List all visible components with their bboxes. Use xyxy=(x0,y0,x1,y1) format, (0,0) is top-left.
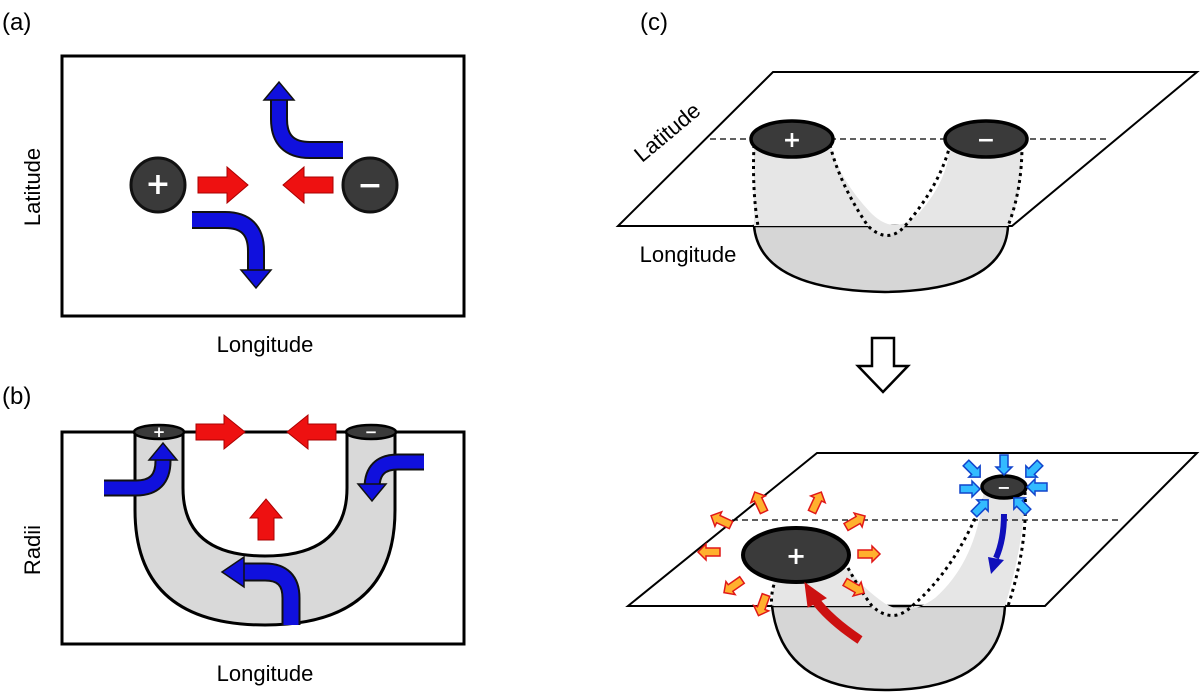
negative-symbol: − xyxy=(997,478,1010,497)
panel-a-ylabel: Latitude xyxy=(20,148,45,226)
positive-polarity-spot-expanding: + xyxy=(741,526,851,584)
panel-b-ylabel: Radii xyxy=(20,525,45,575)
bottom-3d-sketch: + − xyxy=(625,452,1200,692)
converging-arrow-right-icon xyxy=(197,165,249,205)
flux-tube-lower xyxy=(770,604,1007,692)
negative-symbol: − xyxy=(357,168,382,203)
expansion-arrow-icon xyxy=(696,542,721,562)
negative-polarity-spot-shrinking: − xyxy=(980,474,1028,500)
compression-arrow-icon xyxy=(994,454,1014,477)
panel-b-tag: (b) xyxy=(2,383,31,410)
expansion-arrows xyxy=(696,491,882,617)
compression-arrow-icon xyxy=(970,499,989,518)
converging-arrow-right-icon xyxy=(195,413,246,451)
compression-arrow-icon xyxy=(962,459,981,478)
positive-symbol: + xyxy=(783,128,801,153)
negative-polarity-footpoint: − xyxy=(344,423,398,441)
panel-a-tag: (a) xyxy=(2,9,31,36)
panel-b-xlabel: Longitude xyxy=(217,661,314,686)
photosphere-plane xyxy=(625,452,1200,607)
photosphere-plane xyxy=(615,71,1200,227)
top-3d-sketch: + − Latitude Longitude xyxy=(615,71,1200,294)
rising-flow-arrow-icon xyxy=(804,581,863,644)
expansion-arrow-icon xyxy=(752,592,771,617)
negative-symbol: − xyxy=(365,423,378,441)
rotating-arrow-left-footpoint-icon xyxy=(104,441,179,497)
positive-symbol: + xyxy=(786,542,806,570)
expansion-arrow-icon xyxy=(857,544,882,564)
converging-arrow-left-icon xyxy=(286,413,337,451)
compression-arrow-icon xyxy=(1025,459,1044,478)
expansion-arrow-icon xyxy=(710,510,734,530)
rising-arrow-icon xyxy=(248,498,284,541)
flux-tube xyxy=(133,430,397,627)
rotating-arrow-down-icon xyxy=(192,211,273,290)
negative-symbol: − xyxy=(977,128,995,153)
positive-symbol: + xyxy=(145,167,170,202)
expansion-arrow-icon xyxy=(749,491,769,515)
negative-polarity-spot: − xyxy=(943,119,1029,159)
rotating-arrow-right-footpoint-icon xyxy=(356,453,424,503)
positive-polarity-footpoint: + xyxy=(132,423,186,441)
positive-polarity-spot: + xyxy=(749,119,835,159)
rotating-arrow-up-icon xyxy=(262,80,343,159)
panel-a: (a) Latitude Longitude + − xyxy=(2,9,466,357)
panel-c-tag: (c) xyxy=(640,9,668,36)
descending-flow-arrow-icon xyxy=(988,513,1007,574)
compression-arrows xyxy=(959,454,1048,518)
flux-tube-upper xyxy=(754,145,1022,236)
expansion-arrow-icon xyxy=(807,491,827,515)
negative-polarity-spot: − xyxy=(341,156,399,214)
positive-symbol: + xyxy=(153,423,166,441)
converging-arrow-left-icon xyxy=(282,165,334,205)
compression-arrow-icon xyxy=(1013,497,1032,516)
panel-c: (c) + − Latitude Longitu xyxy=(615,9,1200,692)
expansion-arrow-icon xyxy=(723,575,746,596)
compression-arrow-icon xyxy=(959,479,982,499)
expansion-arrow-icon xyxy=(842,511,866,532)
hollow-down-arrow-icon xyxy=(855,336,911,394)
panel-c-xlabel: Longitude xyxy=(640,242,737,267)
compression-arrow-icon xyxy=(1025,477,1048,497)
positive-polarity-spot: + xyxy=(129,156,187,214)
flux-tube-upper xyxy=(772,488,1025,616)
expansion-arrow-icon xyxy=(841,577,865,598)
panel-c-ylabel: Latitude xyxy=(629,98,705,167)
rotating-arrow-bottom-icon xyxy=(220,555,301,625)
panel-b: (b) Radii Longitude + − xyxy=(2,383,466,686)
panel-a-xlabel: Longitude xyxy=(217,332,314,357)
flux-tube-lower xyxy=(752,224,1010,294)
